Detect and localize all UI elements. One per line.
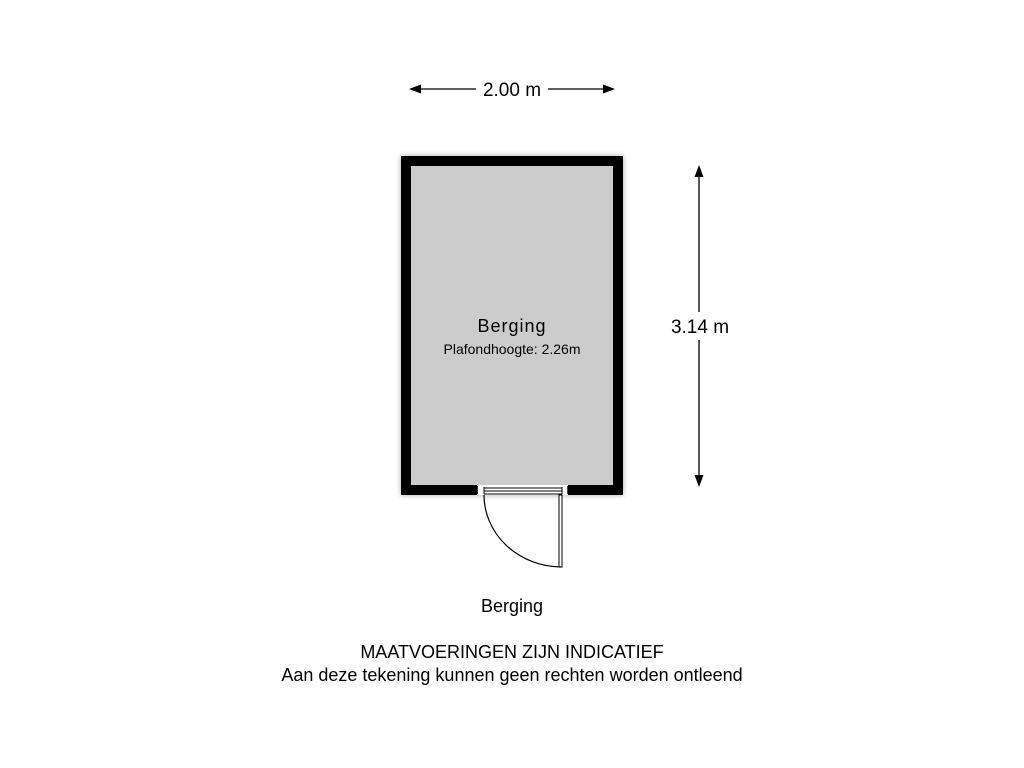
width-arrow-left-icon	[409, 84, 421, 94]
door-opening	[477, 485, 568, 495]
disclaimer-note: Aan deze tekening kunnen geen rechten wo…	[281, 665, 743, 685]
door-threshold	[476, 486, 569, 495]
room-berging: Berging Plafondhoogte: 2.26m	[401, 156, 623, 568]
door-leaf	[558, 494, 563, 568]
floor-caption: Berging	[480, 596, 544, 616]
width-label: 2.00 m	[483, 80, 541, 101]
depth-arrow-up-icon	[694, 165, 704, 177]
depth-dimension: 3.14 m	[664, 165, 734, 487]
door-swing-icon	[483, 494, 563, 568]
room-name: Berging	[477, 316, 546, 336]
floor-plan-drawing: 2.00 m 3.14 m Berging Plafo	[401, 80, 734, 568]
depth-arrow-down-icon	[694, 475, 704, 487]
width-arrow-right-icon	[603, 84, 615, 94]
width-dimension: 2.00 m	[409, 80, 615, 101]
room-floor	[411, 166, 613, 485]
depth-label-backdrop	[664, 312, 734, 340]
disclaimer-title: MAATVOERINGEN ZIJN INDICATIEF	[360, 642, 664, 662]
door-swing-arc	[483, 494, 562, 568]
depth-label: 3.14 m	[671, 317, 729, 338]
room-ceiling-height: Plafondhoogte: 2.26m	[444, 341, 581, 357]
